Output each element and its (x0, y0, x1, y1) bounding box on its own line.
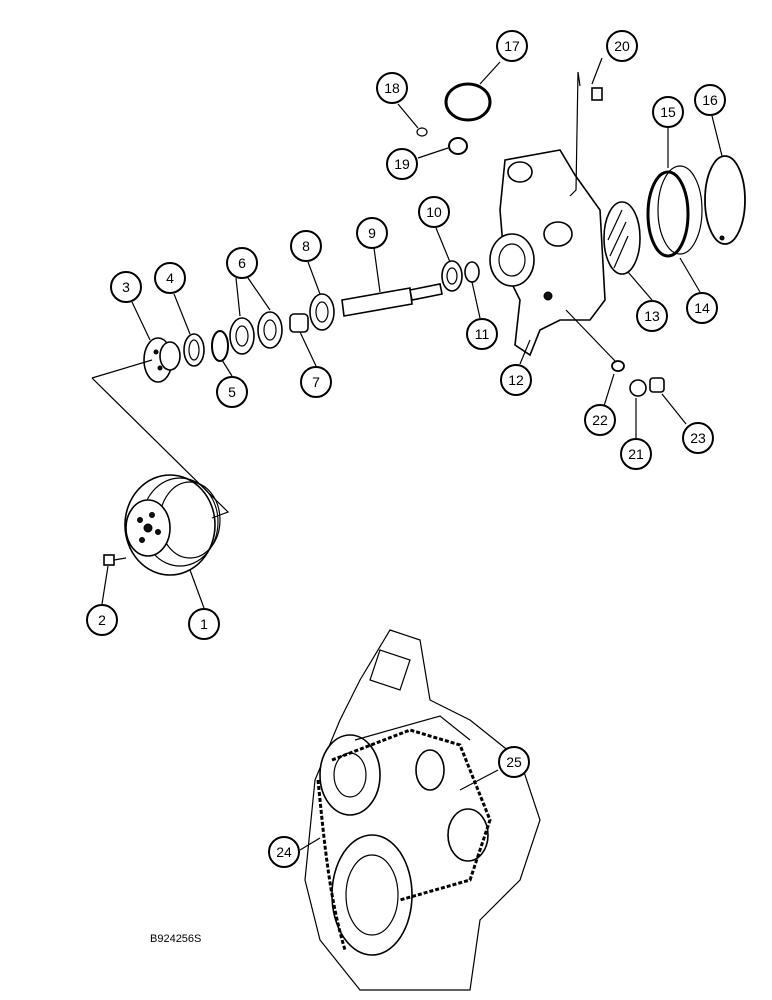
pump-housing-part-12 (489, 149, 606, 357)
svg-text:13: 13 (644, 308, 660, 324)
seal-part-11 (464, 261, 480, 283)
callout-3: 3 (110, 271, 142, 303)
svg-text:4: 4 (166, 270, 174, 286)
svg-text:17: 17 (504, 38, 520, 54)
svg-text:12: 12 (508, 372, 524, 388)
svg-text:2: 2 (98, 612, 106, 628)
callout-18: 18 (376, 72, 408, 104)
svg-text:25: 25 (506, 754, 522, 770)
callout-6: 6 (226, 247, 258, 279)
pulley-part-1 (124, 474, 221, 576)
callout-23: 23 (682, 422, 714, 454)
impeller-part-13 (603, 201, 641, 275)
svg-text:15: 15 (660, 104, 676, 120)
svg-text:6: 6 (238, 255, 246, 271)
svg-text:9: 9 (368, 225, 376, 241)
svg-text:14: 14 (694, 300, 710, 316)
bolt-part-2 (103, 554, 127, 566)
svg-text:24: 24 (276, 844, 292, 860)
callout-2: 2 (86, 604, 118, 636)
snap-ring-part-5 (211, 330, 229, 362)
callout-5: 5 (216, 376, 248, 408)
callout-16: 16 (694, 84, 726, 116)
callout-17: 17 (496, 30, 528, 62)
callout-12: 12 (500, 364, 532, 396)
svg-text:16: 16 (702, 92, 718, 108)
flange-hub-part-3 (143, 337, 181, 383)
callout-24: 24 (268, 836, 300, 868)
plate-part-15 (657, 165, 703, 255)
svg-text:3: 3 (122, 279, 130, 295)
svg-text:20: 20 (614, 38, 630, 54)
seal-part-4 (183, 333, 205, 367)
figure-id-label: B924256S (150, 933, 201, 945)
fitting-part-23 (649, 377, 665, 393)
svg-text:1: 1 (200, 616, 208, 632)
callout-20: 20 (606, 30, 638, 62)
o-ring-part-17 (444, 82, 492, 122)
svg-text:10: 10 (426, 204, 442, 220)
shaft-part-9 (341, 283, 443, 317)
svg-text:22: 22 (592, 412, 608, 428)
callout-25: 25 (498, 746, 530, 778)
callout-11: 11 (466, 318, 498, 350)
leader-lines (101, 57, 723, 851)
seal-part-10 (441, 260, 463, 292)
washer-part-22 (611, 360, 625, 372)
callout-21: 21 (620, 438, 652, 470)
plug-part-21 (629, 379, 647, 397)
callout-9: 9 (356, 217, 388, 249)
callout-22: 22 (584, 404, 616, 436)
callout-7: 7 (300, 366, 332, 398)
callout-14: 14 (686, 292, 718, 324)
svg-text:7: 7 (312, 374, 320, 390)
retaining-ring-part-16 (704, 155, 746, 245)
o-ring-part-19 (448, 137, 468, 155)
callout-8: 8 (290, 230, 322, 262)
callout-10: 10 (418, 196, 450, 228)
o-ring-part-14 (646, 170, 690, 258)
alignment-line-1-3 (91, 359, 230, 519)
bearing-pair-part-6 (229, 311, 283, 355)
svg-text:23: 23 (690, 430, 706, 446)
callout-15: 15 (652, 96, 684, 128)
callout-13: 13 (636, 300, 668, 332)
bearing-part-8 (309, 293, 335, 331)
o-ring-part-18 (416, 127, 428, 137)
svg-text:19: 19 (394, 156, 410, 172)
svg-text:18: 18 (384, 80, 400, 96)
spacer-part-7 (289, 313, 309, 333)
callout-4: 4 (154, 262, 186, 294)
svg-text:5: 5 (228, 384, 236, 400)
callout-1: 1 (188, 608, 220, 640)
engine-belt-assembly (304, 629, 541, 991)
bolt-part-20 (591, 87, 603, 101)
svg-text:8: 8 (302, 238, 310, 254)
svg-text:11: 11 (475, 326, 490, 342)
svg-text:21: 21 (628, 446, 644, 462)
callout-19: 19 (386, 148, 418, 180)
